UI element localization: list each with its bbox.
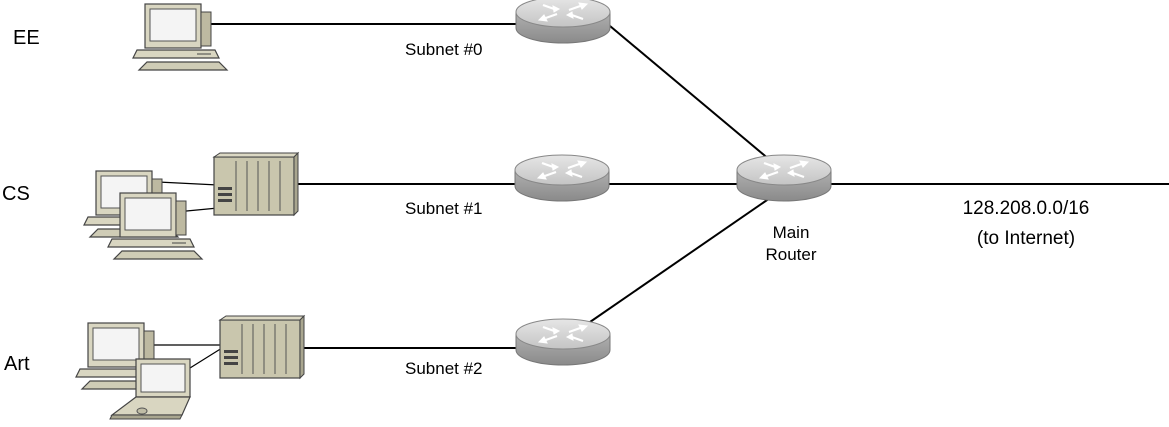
subnet0-router-icon [514, 0, 612, 45]
dept-label-ee: EE [13, 27, 40, 49]
subnet-label-0: Subnet #0 [405, 40, 483, 59]
subnet-label-1: Subnet #1 [405, 199, 483, 218]
uplink-label: 128.208.0.0/16 (to Internet) [916, 194, 1136, 254]
art-switch-icon [219, 315, 305, 379]
link-art-laptop-switch [189, 347, 223, 369]
subnet-label-2: Subnet #2 [405, 359, 483, 378]
cs-switch-icon [213, 152, 299, 216]
dept-label-art: Art [4, 353, 30, 375]
link-subnet0-main [609, 25, 771, 161]
link-cs-pc1-switch [157, 181, 219, 186]
uplink-address: 128.208.0.0/16 [962, 198, 1090, 219]
main-router-label-line2: Router [765, 245, 817, 264]
subnet1-router-icon [513, 153, 611, 203]
dept-label-cs: CS [2, 183, 30, 205]
main-router-label-line1: Main [772, 223, 810, 242]
ee-computer-icon [132, 3, 228, 71]
cs-computer-2-icon [107, 192, 203, 260]
main-router-icon [735, 153, 833, 203]
links [150, 23, 1169, 369]
subnet2-router-icon [514, 317, 612, 367]
main-router-label: Main Router [741, 222, 841, 266]
link-subnet2-main [589, 197, 771, 323]
uplink-note: (to Internet) [976, 228, 1076, 249]
